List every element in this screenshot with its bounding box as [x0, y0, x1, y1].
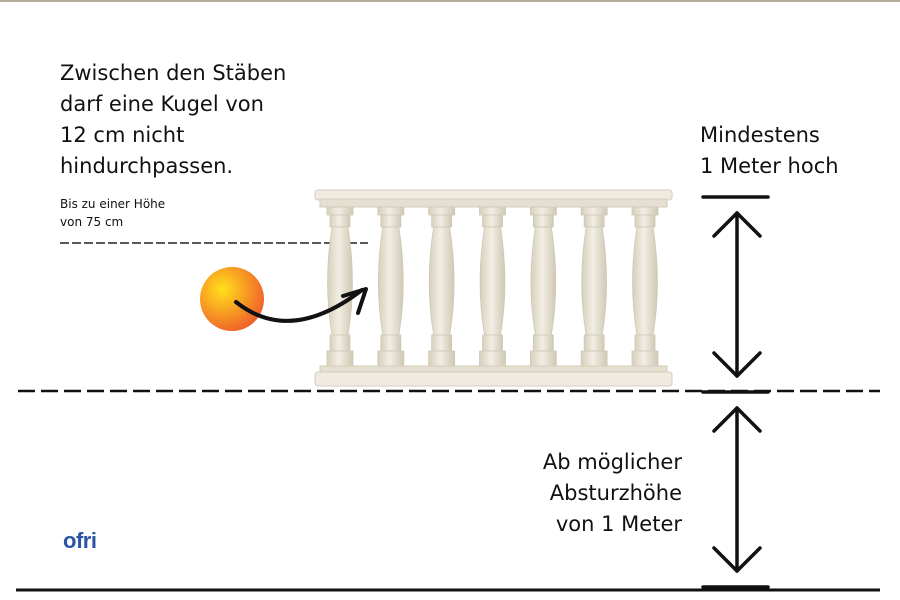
top-rail-lower — [319, 198, 668, 208]
heading-line: Zwischen den Stäben — [60, 61, 287, 85]
top-border — [0, 0, 900, 2]
label-line: Absturzhöhe — [549, 481, 682, 505]
heading: Zwischen den Stäben darf eine Kugel von … — [60, 58, 360, 182]
height-note-line: Bis zu einer Höhe — [60, 197, 166, 211]
label-line: von 1 Meter — [555, 512, 682, 536]
bottom-rail-base — [314, 371, 673, 387]
bottom-dimension-arrow — [701, 406, 770, 589]
height-note: Bis zu einer Höhe von 75 cm — [60, 195, 165, 231]
label-line: 1 Meter hoch — [700, 154, 839, 178]
ofri-logo: ofri — [63, 528, 97, 553]
height-note-line: von 75 cm — [60, 215, 124, 229]
bottom-dimension-label: Ab möglicher Absturzhöhe von 1 Meter — [543, 447, 682, 540]
top-dimension-label: Mindestens 1 Meter hoch — [700, 120, 839, 182]
baluster — [377, 206, 405, 367]
label-line: Mindestens — [700, 123, 820, 147]
baluster — [479, 206, 506, 367]
heading-line: 12 cm nicht — [60, 123, 185, 147]
heading-line: hindurchpassen. — [60, 154, 234, 178]
label-line: Ab möglicher — [542, 450, 682, 474]
baluster — [580, 206, 608, 367]
ball — [200, 267, 264, 331]
balustrade — [314, 189, 673, 387]
baluster — [631, 206, 659, 367]
baluster — [326, 206, 354, 367]
baluster — [529, 206, 557, 367]
baluster — [428, 206, 456, 367]
curved-arrow-head — [341, 287, 368, 315]
curved-arrow — [234, 288, 364, 323]
heading-line: darf eine Kugel von — [60, 92, 264, 116]
top-dimension-arrow — [701, 195, 770, 394]
